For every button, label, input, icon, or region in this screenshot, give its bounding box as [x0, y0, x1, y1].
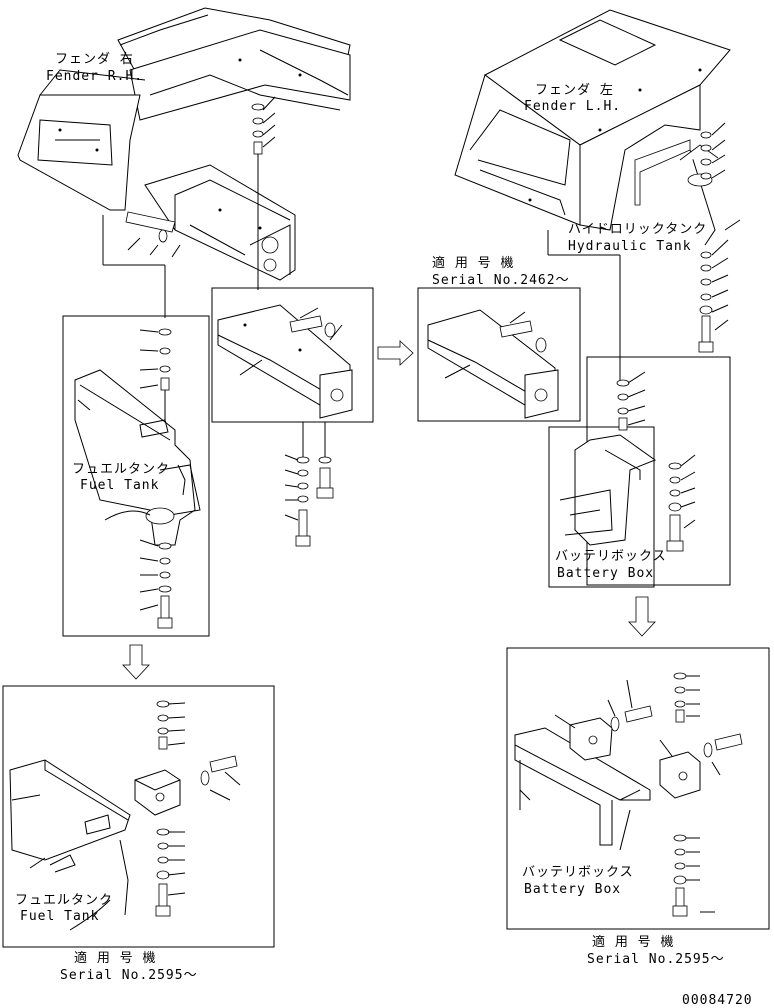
- drawing-number: 00084720: [682, 993, 753, 1008]
- serial-2595-en-right: Serial No.2595～: [587, 952, 725, 967]
- fender-rh-jp: フェンダ 右: [55, 52, 134, 67]
- arrow-right-1: [377, 340, 414, 366]
- fender-lh-jp: フェンダ 左: [535, 83, 614, 98]
- battery-box-jp: バッテリボックス: [555, 549, 667, 564]
- bolt-stack-center: [284, 422, 334, 547]
- serial-2595-battery-box: [506, 647, 770, 930]
- hydraulic-tank-en: Hydraulic Tank: [568, 239, 692, 254]
- hydraulic-tank-bracket: [634, 122, 741, 353]
- serial-2595-jp-right: 適 用 号 機: [592, 934, 674, 950]
- serial-2462-en: Serial No.2462～: [432, 273, 570, 288]
- arrow-down-right: [628, 596, 656, 637]
- fuel-tank-jp-2: フュエルタンク: [15, 893, 113, 908]
- battery-box-en-2: Battery Box: [524, 882, 621, 897]
- fender-lh-assembly: [454, 9, 731, 380]
- fuel-tank-assembly: [74, 328, 201, 629]
- serial-2462-jp: 適 用 号 機: [432, 255, 514, 271]
- serial-2462-part: [427, 309, 559, 419]
- washer-stack-top: [251, 96, 276, 290]
- fuel-tank-en: Fuel Tank: [80, 478, 159, 493]
- fuel-tank-box: [62, 315, 210, 637]
- center-box: [211, 287, 374, 423]
- fender-rh-assembly: [17, 7, 351, 318]
- serial-2462-box: [417, 287, 581, 422]
- battery-box-assembly: [559, 371, 696, 552]
- serial-2595-en-left: Serial No.2595～: [60, 968, 198, 983]
- serial-2595-jp-left: 適 用 号 機: [74, 950, 156, 966]
- serial-2595-fuel-box: [2, 685, 275, 948]
- serial-2595-fuel-assembly: [9, 700, 241, 931]
- hydraulic-tank-jp: ハイドロリックタンク: [568, 222, 707, 237]
- serial-2595-battery-assembly: [514, 672, 743, 917]
- fuel-tank-jp: フュエルタンク: [72, 462, 170, 477]
- fender-rh-en: Fender R.H.: [46, 69, 143, 84]
- battery-box-inner: [548, 426, 655, 588]
- battery-box-jp-2: バッテリボックス: [522, 865, 634, 880]
- bracket-assembly: [125, 164, 296, 281]
- fender-lh-en: Fender L.H.: [524, 99, 621, 114]
- battery-box-en: Battery Box: [557, 566, 654, 581]
- fuel-tank-en-2: Fuel Tank: [20, 909, 99, 924]
- arrow-down-left: [122, 644, 150, 680]
